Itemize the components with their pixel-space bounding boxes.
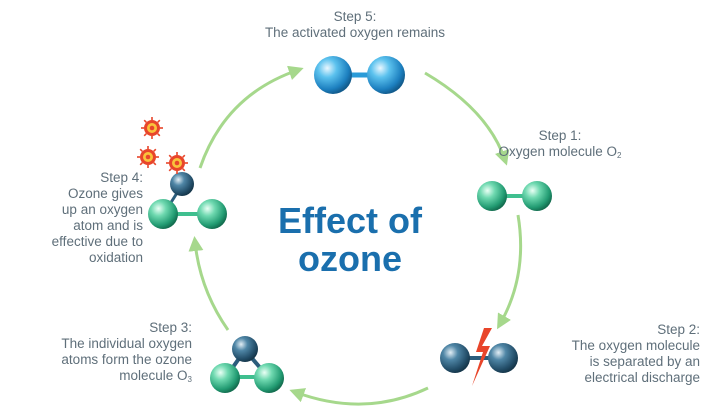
step3-line-2: atoms form the ozone (61, 352, 192, 367)
step1-line-1: Oxygen molecule O2 (470, 144, 650, 160)
blue-oxygen-atom (367, 56, 405, 94)
arrow-step3-to-step4 (188, 236, 230, 331)
dark-oxygen-atom (488, 343, 518, 373)
step3-subscript: 3 (187, 375, 192, 384)
arrow-step1-to-step2 (497, 214, 523, 330)
step4-line-5: oxidation (88, 250, 143, 265)
title-line-1: Effect of (278, 200, 422, 241)
step2-label: Step 2: The oxygen molecule is separated… (520, 322, 700, 386)
arrow-step4-to-step5 (198, 65, 304, 169)
step1-label: Step 1: Oxygen molecule O2 (470, 128, 650, 160)
step5-line-1: The activated oxygen remains (264, 25, 446, 40)
arrow-step2-to-step3 (289, 386, 429, 406)
step4-label: Step 4: Ozone gives up an oxygen atom an… (8, 170, 143, 266)
molecule-step3-ozone-o3 (210, 336, 284, 393)
step3-line-1: The individual oxygen (61, 336, 192, 351)
step3-text: molecule O (119, 368, 188, 383)
step1-text: Oxygen molecule O (498, 144, 618, 159)
step4-line-3: atom and is (73, 218, 143, 233)
green-oxygen-atom (254, 363, 284, 393)
reaction-burst-icon (136, 145, 160, 169)
step3-heading: Step 3: (149, 320, 192, 335)
blue-oxygen-atom (314, 56, 352, 94)
step1-heading: Step 1: (538, 128, 582, 143)
step4-line-2: up an oxygen (61, 202, 143, 217)
green-oxygen-atom (210, 363, 240, 393)
step2-heading: Step 2: (657, 322, 700, 337)
step2-line-1: The oxygen molecule (571, 338, 700, 353)
dark-oxygen-atom (170, 172, 194, 196)
green-oxygen-atom (477, 181, 507, 211)
step2-line-2: is separated by an (589, 354, 700, 369)
step4-line-1: Ozone gives (67, 186, 143, 201)
step3-label: Step 3: The individual oxygen atoms form… (10, 320, 192, 384)
step4-heading: Step 4: (100, 170, 143, 185)
step5-label: Step 5: The activated oxygen remains (230, 9, 480, 41)
step2-line-3: electrical discharge (584, 370, 700, 385)
reaction-burst-icon (165, 151, 189, 175)
step4-line-4: effective due to (51, 234, 143, 249)
molecule-step5-activated-oxygen (314, 56, 405, 94)
reaction-burst-icon (140, 116, 164, 140)
title-line-2: ozone (298, 238, 402, 279)
diagram-title: Effect of ozone (240, 202, 460, 278)
molecule-step1-oxygen-o2 (477, 181, 552, 211)
molecule-step2-split-oxygen (440, 328, 518, 386)
dark-oxygen-atom (232, 336, 258, 362)
green-oxygen-atom (197, 199, 227, 229)
step1-subscript: 2 (617, 151, 622, 160)
molecule-step4-ozone-release (148, 172, 227, 229)
step3-line-3: molecule O3 (10, 368, 192, 384)
arrow-step5-to-step1 (424, 71, 510, 166)
green-oxygen-atom (522, 181, 552, 211)
green-oxygen-atom (148, 199, 178, 229)
lightning-spark-icon (472, 328, 492, 386)
dark-oxygen-atom (440, 343, 470, 373)
step5-heading: Step 5: (333, 9, 377, 24)
